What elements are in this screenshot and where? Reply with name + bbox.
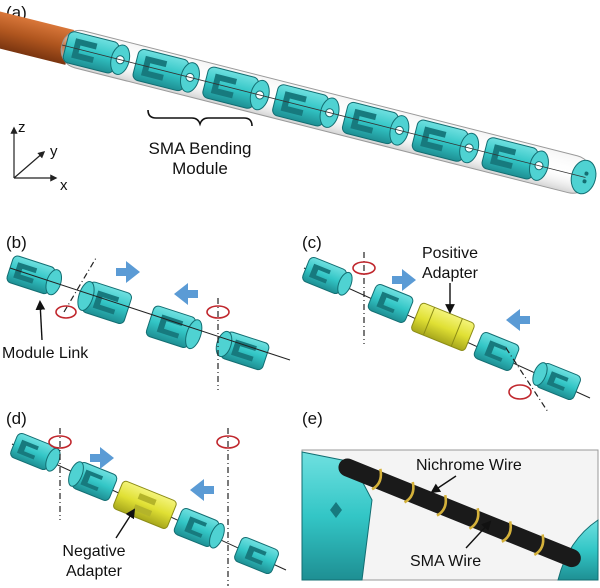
rotation-arrow-icon <box>55 305 77 319</box>
nichrome-coil <box>371 468 545 556</box>
push-arrow-left-icon <box>190 479 214 501</box>
positive-adapter <box>411 302 475 351</box>
positive-adapter-label-2: Adapter <box>422 265 479 282</box>
axis-z-label: z <box>18 119 26 136</box>
axes-triad: z y x <box>10 119 68 194</box>
push-arrow-left-icon <box>174 283 198 305</box>
negative-adapter <box>113 480 177 529</box>
push-arrow-right-icon <box>392 269 416 291</box>
nichrome-wire-label: Nichrome Wire <box>416 457 522 474</box>
catheter-tube <box>0 3 75 65</box>
rotation-arrow-icon <box>48 435 72 449</box>
sma-module-label-1: SMA Bending <box>148 139 251 158</box>
sma-module-label-2: Module <box>172 159 228 178</box>
axis-x-label: x <box>60 177 68 194</box>
rotation-arrow-icon <box>216 435 240 449</box>
rotation-arrow-icon <box>352 261 376 275</box>
module-link-label: Module Link <box>2 345 89 362</box>
panel-a: (a) SMA Bending <box>0 3 597 195</box>
sma-wire <box>338 458 581 568</box>
panel-d-tag: (d) <box>6 409 27 428</box>
negative-adapter-label-1: Negative <box>62 543 125 560</box>
positive-adapter-label-1: Positive <box>422 245 478 262</box>
panel-b: (b) Module L <box>2 233 291 390</box>
rotation-arrow-icon <box>508 384 532 400</box>
push-arrow-right-icon <box>116 261 140 283</box>
axis-y-label: y <box>50 143 58 160</box>
panel-d: (d) Negative <box>6 409 287 586</box>
rotation-axis-b1 <box>63 257 97 313</box>
panel-c: (c) Positive Ada <box>302 233 591 413</box>
panel-e-tag: (e) <box>302 409 323 428</box>
sma-module-chain <box>60 29 597 195</box>
panel-e: (e) Nichrome Wire SMA Wire <box>301 409 599 581</box>
module-brace <box>147 109 253 127</box>
negative-adapter-label-2: Adapter <box>66 563 123 580</box>
panel-b-tag: (b) <box>6 233 27 252</box>
push-arrow-right-icon <box>90 447 114 469</box>
panel-c-tag: (c) <box>302 233 322 252</box>
push-arrow-left-icon <box>506 309 530 331</box>
rotation-arrow-icon <box>206 305 230 319</box>
sma-wire-label: SMA Wire <box>410 553 481 570</box>
